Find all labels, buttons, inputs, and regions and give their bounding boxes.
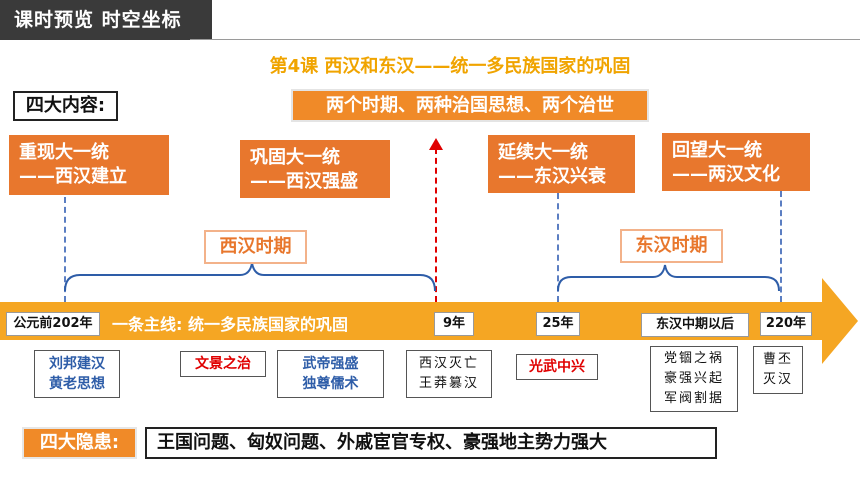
connector-9ad — [435, 148, 437, 302]
event-late-eastern-han: 党锢之祸 豪强兴起 军阀割据 — [650, 346, 738, 412]
date-25ad: 25年 — [536, 312, 580, 336]
topic-line2: ——西汉强盛 — [250, 171, 358, 192]
topic-box-3: 延续大一统 ——东汉兴衰 — [488, 135, 635, 193]
event-line: 王莽篡汉 — [418, 376, 479, 391]
lesson-title: 第4课 西汉和东汉——统一多民族国家的巩固 — [269, 56, 631, 77]
event-line: 西汉灭亡 — [418, 356, 479, 371]
page-header: 课时预览 时空坐标 — [0, 0, 212, 40]
event-line: 光武中兴 — [529, 359, 585, 375]
topic-box-1: 重现大一统 ——西汉建立 — [9, 135, 169, 195]
four-contents-label: 四大内容: — [13, 91, 118, 121]
topic-line2: ——东汉兴衰 — [498, 166, 606, 187]
four-hazards-label: 四大隐患: — [22, 427, 137, 459]
main-line-label: 一条主线: 统一多民族国家的巩固 — [112, 315, 348, 334]
event-line: 文景之治 — [195, 356, 251, 372]
date-202bc: 公元前202年 — [6, 312, 100, 336]
event-line: 武帝强盛 — [302, 356, 359, 372]
date-mid-eastern-han: 东汉中期以后 — [641, 313, 749, 337]
date-220ad: 220年 — [760, 312, 812, 336]
topic-line2: ——两汉文化 — [672, 164, 780, 185]
western-han-period: 西汉时期 — [204, 230, 307, 264]
connector-220ad — [780, 191, 782, 302]
event-guangwu: 光武中兴 — [516, 354, 598, 380]
event-wudi: 武帝强盛 独尊儒术 — [277, 350, 384, 398]
event-line: 豪强兴起 — [663, 371, 724, 386]
eastern-han-brace — [557, 264, 780, 292]
topic-line1: 延续大一统 — [498, 142, 588, 163]
event-line: 刘邦建汉 — [49, 356, 105, 372]
four-hazards-text: 王国问题、匈奴问题、外戚宦官专权、豪强地主势力强大 — [145, 427, 717, 459]
eastern-han-period: 东汉时期 — [620, 229, 723, 263]
connector-202bc — [64, 197, 66, 302]
connector-25ad — [557, 193, 559, 302]
topic-line2: ——西汉建立 — [19, 166, 127, 187]
date-9ad: 9年 — [434, 312, 474, 336]
topic-line1: 巩固大一统 — [250, 147, 340, 168]
event-line: 黄老思想 — [49, 376, 105, 392]
event-liu-bang: 刘邦建汉 黄老思想 — [34, 350, 120, 398]
event-line: 曹丕 — [762, 352, 793, 367]
event-western-han-fall: 西汉灭亡 王莽篡汉 — [406, 350, 492, 398]
timeline-arrow — [0, 278, 858, 364]
event-cao-pi: 曹丕 灭汉 — [753, 346, 803, 394]
event-line: 灭汉 — [762, 372, 793, 387]
topic-box-2: 巩固大一统 ——西汉强盛 — [240, 140, 390, 198]
event-line: 军阀割据 — [663, 391, 724, 406]
event-line: 独尊儒术 — [302, 376, 359, 392]
topic-box-4: 回望大一统 ——两汉文化 — [662, 133, 810, 191]
topic-line1: 重现大一统 — [19, 142, 109, 163]
header-divider — [190, 39, 860, 40]
four-contents-text: 两个时期、两种治国思想、两个治世 — [291, 89, 649, 122]
event-line: 党锢之祸 — [663, 351, 724, 366]
topic-line1: 回望大一统 — [672, 140, 762, 161]
red-arrow-head-icon — [429, 138, 443, 150]
event-wenjing: 文景之治 — [180, 351, 266, 377]
